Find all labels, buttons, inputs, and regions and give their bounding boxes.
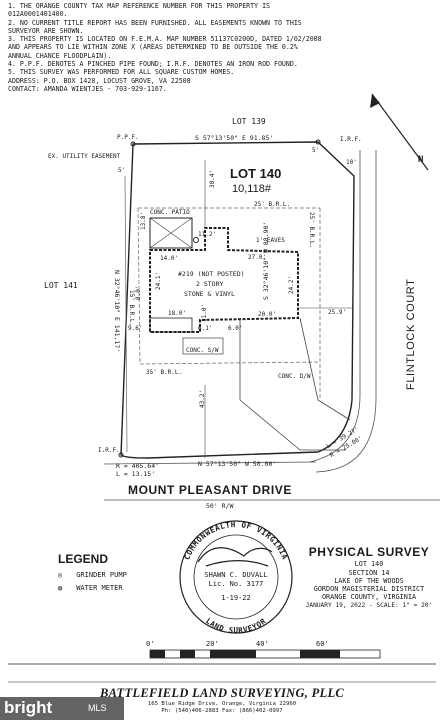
dim-18-0: 18.0'	[168, 310, 186, 317]
survey-line: LAKE OF THE WOODS	[334, 576, 404, 585]
seal-date: 1-19-22	[221, 594, 251, 602]
note-line: 3. THIS PROPERTY IS LOCATED ON F.E.M.A. …	[8, 35, 322, 44]
survey-line: LOT 140	[354, 560, 384, 569]
dim-30-4: 30.4'	[209, 170, 216, 188]
dim-13-8: 13.8'	[140, 212, 147, 230]
eaves-label: 1' EAVES	[256, 237, 285, 244]
note-line: SURVEYOR ARE SHOWN.	[8, 26, 84, 35]
company-street: 165 Blue Ridge Drive, Orange, Virginia 2…	[147, 701, 297, 707]
note-line: CONTACT: AMANDA WIENTJES - 703-929-1167.	[8, 84, 167, 93]
ppf-label: P.P.F.	[117, 134, 139, 141]
survey-line: GORDON MAGISTERIAL DISTRICT	[313, 585, 425, 594]
grinder-pump-icon	[193, 237, 199, 243]
dim-20-0: 20.0'	[258, 311, 276, 318]
survey-line: JANUARY 19, 2022 - SCALE: 1" = 20'	[305, 601, 433, 609]
scale-label: 60'	[316, 640, 329, 648]
legend-title: LEGEND	[58, 552, 109, 566]
note-line: 4. P.P.F. DENOTES A PINCHED PIPE FOUND; …	[8, 60, 298, 69]
legend: LEGEND ◎ GRINDER PUMP ◍ WATER METER	[58, 552, 188, 592]
note-line: ADDRESS: P.O. BOX 1428, LOCUST GROVE, VA…	[8, 76, 191, 85]
legend-item-label: WATER METER	[76, 584, 123, 592]
brightmls-watermark: bright MLS	[0, 697, 124, 720]
driveway-label: CONC. D/W	[278, 373, 311, 380]
watermark-mls: MLS	[88, 703, 107, 713]
legend-item: ◎ GRINDER PUMP	[58, 571, 188, 579]
patio-label: CONC. PATIO	[150, 209, 190, 216]
house-address: #219 (NOT POSTED)	[178, 270, 245, 278]
dim-24-2: 24.2'	[288, 276, 295, 294]
dim-6-0: 6.0'	[228, 325, 242, 332]
dim-5b: 5'	[312, 147, 319, 154]
scale-label: 20'	[206, 640, 219, 648]
dim-27-0: 27.0'	[248, 254, 266, 261]
east-bearing: S 32°46'10" W 88.90'	[262, 222, 270, 300]
brl-25-side-label: 25' B.R.L.	[308, 212, 315, 248]
curve-radius: R = 405.64'	[116, 462, 159, 470]
brl-25-label: 25' B.R.L.	[254, 201, 290, 208]
north-bearing: S 57°13'50" E 91.85'	[195, 134, 273, 142]
irf-ne-label: I.R.F.	[340, 136, 362, 143]
company-phone: Ph: (540)406-2883 Fax: (866)402-0997	[161, 707, 283, 714]
note-line: 5. THIS SURVEY WAS PERFORMED FOR ALL SQU…	[8, 68, 235, 77]
company-name: BATTLEFIELD LAND SURVEYING, PLLC	[99, 686, 345, 700]
sidewalk-label: CONC. S/W	[186, 347, 219, 354]
watermark-brand: bright	[4, 698, 53, 717]
scale-bar: 0' 20' 40' 60'	[8, 640, 436, 683]
dim-11-0: 11.0'	[201, 304, 208, 322]
seal-license: Lic. No. 3177	[209, 580, 264, 588]
survey-line: SECTION 14	[348, 568, 390, 577]
survey-title-block: PHYSICAL SURVEY LOT 140 SECTION 14 LAKE …	[296, 545, 442, 610]
irf-sw-label: I.R.F.	[98, 447, 120, 454]
survey-notes: 1. THE ORANGE COUNTY TAX MAP REFERENCE N…	[8, 2, 438, 93]
seal-ring-top: COMMONWEALTH OF VIRGINIA	[182, 520, 289, 561]
lot-west-label: LOT 141	[44, 281, 78, 290]
legend-item-label: GRINDER PUMP	[76, 571, 127, 579]
dim-14-0: 14.0'	[160, 255, 178, 262]
note-line: ANNUAL CHANCE FLOODPLAIN).	[8, 51, 112, 60]
road-south-label: MOUNT PLEASANT DRIVE	[128, 483, 292, 497]
dim-8-0: 8.0'	[135, 286, 142, 300]
company-address: 165 Blue Ridge Drive, Orange, Virginia 2…	[0, 701, 444, 714]
house-material: STONE & VINYL	[184, 290, 235, 298]
dim-9-6: 9.6'	[128, 325, 142, 332]
water-meter-icon: ◍	[58, 584, 63, 592]
lot-north-label: LOT 139	[232, 117, 266, 126]
utility-easement-label: EX. UTILITY EASEMENT	[48, 153, 121, 160]
survey-title: PHYSICAL SURVEY	[308, 545, 430, 559]
road-east-label: FLINTLOCK COURT	[405, 279, 417, 390]
dim-10: 10'	[346, 159, 357, 166]
note-line: AND APPEARS TO LIE WITHIN ZONE X (AREAS …	[8, 43, 298, 52]
brl-15-label: 15' B.R.L.	[128, 290, 135, 326]
curve-length: L = 13.15'	[116, 470, 155, 478]
lot-area: 10,118#	[232, 183, 272, 195]
legend-item: ◍ WATER METER	[58, 584, 188, 592]
note-line: 012A0001401400.	[8, 10, 68, 19]
property-boundary	[120, 141, 355, 459]
dim-11-2: 11.2'	[198, 231, 216, 238]
scale-label: 0'	[146, 640, 154, 648]
note-line: 2. NO CURRENT TITLE REPORT HAS BEEN FURN…	[8, 18, 302, 27]
dim-5: 5'	[118, 167, 125, 174]
dim-25-9: 25.9'	[328, 309, 346, 316]
row-label: 50' R/W	[206, 502, 233, 510]
north-label: N	[418, 155, 423, 165]
surveyor-seal: COMMONWEALTH OF VIRGINIA LAND SURVEYOR S…	[179, 520, 293, 635]
house-stories: 2 STORY	[196, 280, 223, 288]
dim-24-1: 24.1'	[155, 272, 162, 290]
grinder-pump-icon: ◎	[58, 571, 63, 579]
dim-6-1: 6.1'	[198, 325, 212, 332]
survey-line: ORANGE COUNTY, VIRGINIA	[321, 593, 417, 602]
svg-text:COMMONWEALTH OF VIRGINIA: COMMONWEALTH OF VIRGINIA	[182, 520, 289, 561]
lot-main-label: LOT 140	[230, 166, 281, 181]
brl-35-label: 35' B.R.L.	[146, 369, 182, 376]
north-arrow-icon: N	[370, 93, 429, 171]
dim-43-2: 43.2'	[199, 390, 206, 408]
note-line: 1. THE ORANGE COUNTY TAX MAP REFERENCE N…	[8, 2, 271, 10]
signature-icon	[197, 547, 273, 567]
west-bearing: N 32°46'10" E 141.17'	[113, 270, 121, 352]
scale-label: 40'	[256, 640, 269, 648]
seal-name: SHAWN C. DUVALL	[204, 571, 267, 579]
south-bearing: N 57°13'50" W 50.00'	[198, 460, 276, 468]
